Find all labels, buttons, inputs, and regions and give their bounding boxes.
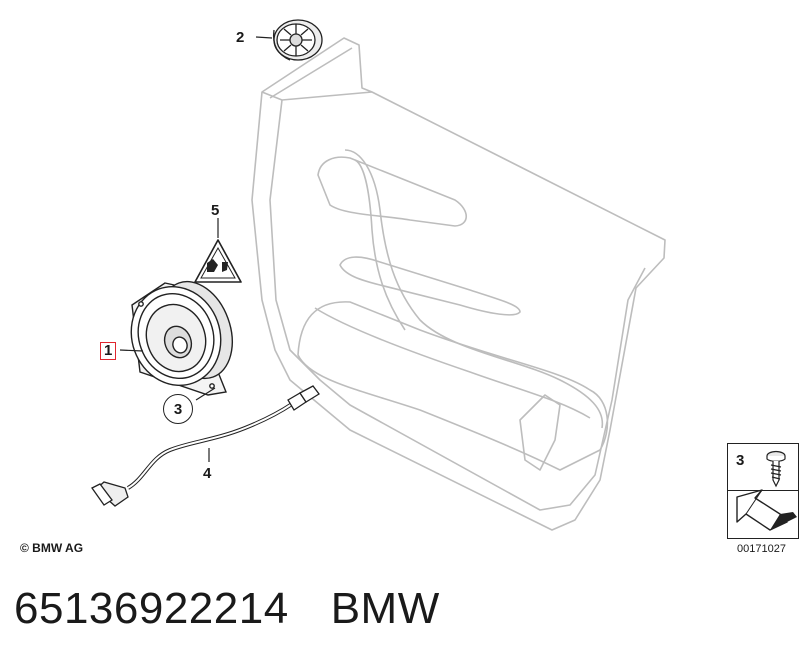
callout-3-screw[interactable]: 3 bbox=[163, 394, 193, 424]
screw-icon bbox=[766, 450, 786, 488]
callout-1-loudspeaker[interactable]: 1 bbox=[100, 342, 117, 360]
copyright-text: © BMW AG bbox=[20, 541, 84, 555]
grommet-part-drawing bbox=[272, 19, 323, 61]
callout-3-label: 3 bbox=[173, 400, 183, 418]
cable-drawing bbox=[91, 385, 320, 507]
callout-5-warning-label[interactable]: 5 bbox=[211, 202, 220, 219]
callout-2-grommet[interactable]: 2 bbox=[236, 29, 245, 46]
brand-name: BMW bbox=[330, 584, 440, 633]
door-panel-drawing bbox=[251, 37, 666, 531]
legend-item-number: 3 bbox=[736, 452, 745, 469]
part-number: 65136922214 bbox=[14, 584, 289, 633]
drawing-number: 00171027 bbox=[737, 543, 786, 555]
warning-label-drawing bbox=[194, 239, 242, 283]
direction-arrow-icon bbox=[736, 489, 797, 531]
callout-4-cable[interactable]: 4 bbox=[203, 465, 212, 482]
leader-line-1 bbox=[119, 349, 144, 352]
loudspeaker-drawing bbox=[130, 280, 233, 396]
leader-line-3 bbox=[195, 387, 216, 401]
leader-line-2 bbox=[255, 36, 273, 39]
footer-caption: 65136922214 BMW bbox=[14, 584, 440, 634]
